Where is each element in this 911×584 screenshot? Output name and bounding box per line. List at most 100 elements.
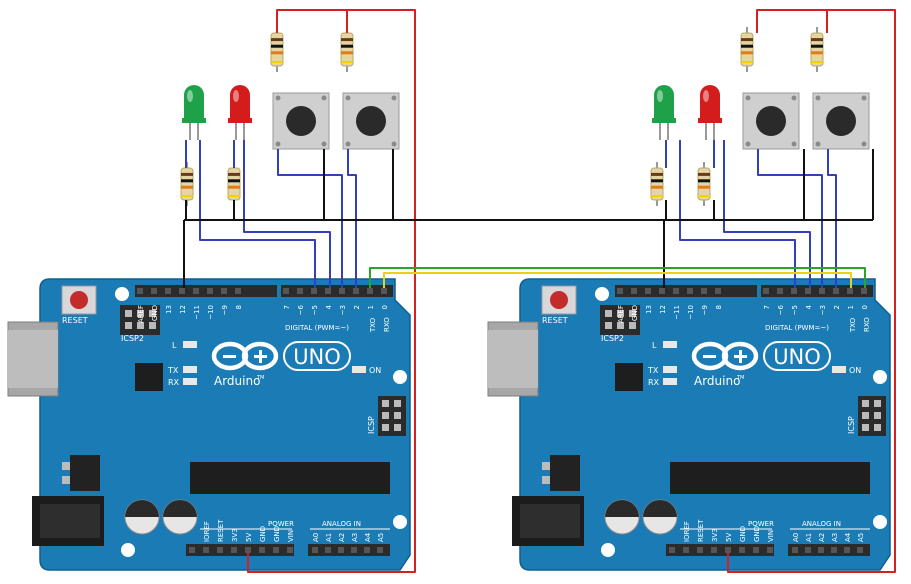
wire-button-2-1 bbox=[347, 149, 357, 288]
button-screw bbox=[275, 141, 281, 147]
pin-label: 12 bbox=[659, 305, 667, 314]
header-pin bbox=[165, 288, 171, 294]
header-pin bbox=[697, 547, 703, 553]
header-pin bbox=[137, 288, 143, 294]
header-pin bbox=[844, 547, 850, 553]
header-pin bbox=[338, 547, 344, 553]
header-pin bbox=[325, 288, 331, 294]
pin-label: GND bbox=[631, 305, 639, 321]
header-pin bbox=[381, 288, 387, 294]
led-shine bbox=[233, 90, 239, 102]
capacitor-icon bbox=[162, 499, 198, 535]
trademark-label: TM bbox=[256, 375, 264, 381]
wire-led-green-2 bbox=[679, 140, 796, 288]
header-pin bbox=[687, 288, 693, 294]
wire-5v-2 bbox=[727, 9, 896, 573]
reset-label: RESET bbox=[62, 316, 88, 325]
components-layer bbox=[180, 27, 870, 206]
resistor-band bbox=[651, 195, 663, 197]
regulator-pin bbox=[542, 476, 550, 484]
on-label: ON bbox=[849, 366, 861, 375]
wire-led-green-1 bbox=[199, 140, 316, 288]
reset-label: RESET bbox=[542, 316, 568, 325]
power-header bbox=[666, 544, 774, 556]
header-pin bbox=[394, 400, 401, 407]
wire-gnd-drops-1 bbox=[185, 149, 394, 220]
header-pin bbox=[283, 288, 289, 294]
led-base bbox=[182, 118, 206, 123]
resistor-band bbox=[698, 185, 710, 189]
mounting-hole bbox=[121, 543, 135, 557]
resistor-band bbox=[271, 44, 283, 48]
capacitor-mark bbox=[643, 500, 677, 517]
pin-label: GND bbox=[753, 526, 761, 542]
pin-label: ~3 bbox=[819, 305, 827, 315]
resistor bbox=[340, 27, 354, 72]
wire-gnd-drops-2 bbox=[665, 149, 874, 220]
mounting-hole bbox=[393, 515, 407, 529]
led-on-indicator bbox=[832, 366, 846, 373]
pin-label: ~9 bbox=[701, 305, 709, 315]
pushbutton bbox=[272, 92, 330, 150]
header-pin bbox=[311, 288, 317, 294]
pin-label: 2 bbox=[833, 305, 841, 309]
mounting-hole bbox=[601, 543, 615, 557]
pin-label: A2 bbox=[818, 533, 826, 542]
pin-label: 4 bbox=[805, 304, 813, 309]
rxo-label: RXO bbox=[383, 317, 391, 332]
header-pin bbox=[805, 547, 811, 553]
header-pin bbox=[287, 547, 293, 553]
tx-label: TX bbox=[647, 366, 659, 375]
header-pin bbox=[831, 547, 837, 553]
pin-label: A1 bbox=[805, 533, 813, 542]
header-pin bbox=[149, 322, 156, 329]
rx-label: RX bbox=[168, 378, 180, 387]
led-shine bbox=[657, 90, 663, 102]
button-screw bbox=[745, 141, 751, 147]
led-rx-indicator bbox=[663, 378, 677, 385]
uno-label: UNO bbox=[773, 345, 821, 369]
header-pin bbox=[711, 547, 717, 553]
header-pin bbox=[351, 547, 357, 553]
analog-in-label: ANALOG IN bbox=[802, 520, 841, 528]
header-pin bbox=[862, 400, 869, 407]
pin-label: GND bbox=[259, 526, 267, 542]
wire-5v-1 bbox=[247, 9, 416, 573]
resistor bbox=[227, 162, 241, 206]
led bbox=[228, 85, 252, 140]
pin-label: ~9 bbox=[221, 305, 229, 315]
led-base bbox=[698, 118, 722, 123]
pin-label: A1 bbox=[325, 533, 333, 542]
resistor-band bbox=[651, 179, 663, 183]
button-screw bbox=[745, 95, 751, 101]
header-pin bbox=[382, 424, 389, 431]
mounting-hole bbox=[873, 370, 887, 384]
resistor-body bbox=[810, 32, 824, 67]
led bbox=[182, 85, 206, 140]
header-pin bbox=[739, 547, 745, 553]
pin-label: A0 bbox=[792, 533, 800, 542]
button-screw bbox=[861, 141, 867, 147]
regulator-pin bbox=[62, 476, 70, 484]
pin-label: 5V bbox=[245, 533, 253, 542]
header-pin bbox=[217, 547, 223, 553]
pin-label: A5 bbox=[377, 533, 385, 542]
pin-label: A5 bbox=[857, 533, 865, 542]
resistor-band bbox=[651, 172, 663, 176]
button-screw bbox=[391, 95, 397, 101]
resistor bbox=[650, 162, 664, 206]
header-pin bbox=[669, 547, 675, 553]
header-pin bbox=[245, 547, 251, 553]
power-header bbox=[186, 544, 294, 556]
led-on-indicator bbox=[352, 366, 366, 373]
header-pin bbox=[394, 412, 401, 419]
header-pin bbox=[231, 547, 237, 553]
usb-port-inner bbox=[488, 330, 538, 388]
header-pin bbox=[673, 288, 679, 294]
header-pin bbox=[659, 288, 665, 294]
arduino-label: Arduino bbox=[694, 374, 740, 388]
header-pin bbox=[353, 288, 359, 294]
resistor-band bbox=[811, 38, 823, 42]
